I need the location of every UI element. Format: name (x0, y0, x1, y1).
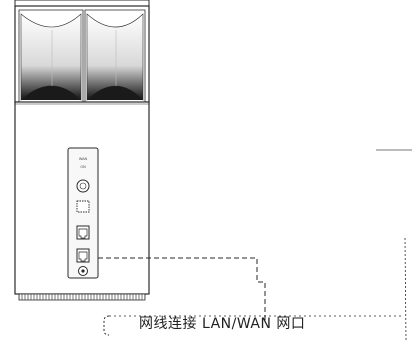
network-cable-dashed (98, 257, 266, 320)
antenna-panel-right (84, 9, 146, 103)
antenna-panel-left (18, 9, 84, 103)
callout-bracket-left (103, 315, 110, 336)
power-button-icon (76, 179, 90, 193)
panel-marking-second: ON (80, 165, 86, 169)
router-top-cap (14, 0, 150, 7)
panel-marking-top: WAN (79, 157, 88, 161)
port-panel: WAN ON (67, 147, 99, 279)
router-base-vent (18, 293, 146, 301)
callout-label: 网线连接 LAN/WAN 网口 (139, 316, 306, 332)
phone-port-icon (76, 200, 90, 213)
